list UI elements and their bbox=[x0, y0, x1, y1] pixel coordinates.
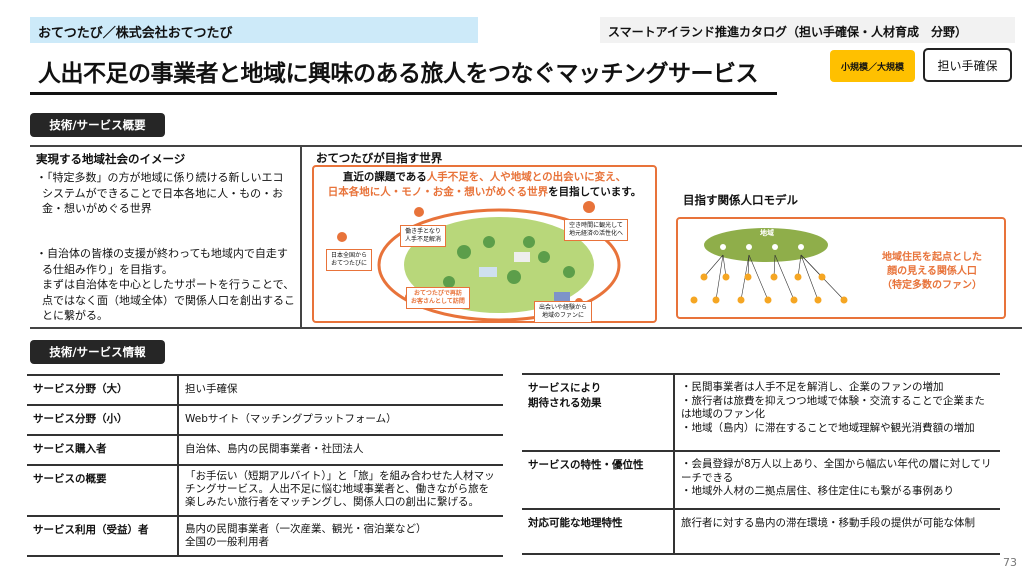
info-section-label: 技術/サービス情報 bbox=[30, 340, 165, 364]
model-caption: 地域住民を起点とした 顔の見える関係人口 （特定多数のファン） bbox=[858, 251, 1006, 293]
world-title: おてつたびが目指す世界 bbox=[316, 151, 443, 165]
model-diagram: 地域 地域住民を起点とした 顔の見える関係人口 （特定多数のファン） bbox=[676, 217, 1006, 319]
row-key: サービス分野（小） bbox=[27, 404, 179, 436]
row-value: 旅行者に対する島内の滞在環境・移動手段の提供が可能な体制 bbox=[674, 508, 1000, 555]
trees bbox=[443, 236, 575, 288]
catalog-label: スマートアイランド推進カタログ（担い手確保・人材育成 分野） bbox=[600, 17, 1015, 43]
house bbox=[514, 252, 530, 262]
row-value: Webサイト（マッチングプラットフォーム） bbox=[178, 404, 503, 436]
cycle-label: 出会いや経験から 地域のファンに bbox=[534, 301, 593, 323]
house bbox=[479, 267, 497, 277]
bullet: ・自治体の皆様の支援が終わっても地域内で自走する仕組み作り」を目指す。 bbox=[36, 247, 288, 276]
house bbox=[554, 292, 570, 302]
model-title: 目指す関係人口モデル bbox=[683, 193, 798, 207]
world-caption-highlight: 人手不足を、人や地域との出会いに変え、 bbox=[426, 171, 627, 183]
info-table-right: サービスにより 期待される効果・民間事業者は人手不足を解消し、企業のファンの増加… bbox=[522, 373, 1000, 555]
divider bbox=[300, 146, 302, 328]
divider bbox=[30, 327, 1022, 329]
row-value: 自治体、島内の民間事業者・社団法人 bbox=[178, 434, 503, 466]
region-ellipse bbox=[704, 228, 828, 262]
row-key: サービスの概要 bbox=[27, 464, 179, 517]
row-key: サービス購入者 bbox=[27, 434, 179, 466]
bullet-continued: まずは自治体を中心としたサポートを行うことで、点ではなく面（地域全体）で関係人口… bbox=[42, 278, 295, 322]
table-row: サービスの特性・優位性・会員登録が8万人以上あり、全国から幅広い年代の層に対して… bbox=[522, 450, 1000, 510]
fan-icons bbox=[690, 273, 848, 304]
category-badge: 担い手確保 bbox=[923, 48, 1012, 82]
world-illustration: 直近の課題である人手不足を、人や地域との出会いに変え、 日本各地に人・モノ・お金… bbox=[312, 165, 657, 323]
overview-section-label: 技術/サービス概要 bbox=[30, 113, 165, 137]
world-caption: を目指しています。 bbox=[548, 186, 642, 198]
cycle-arrow bbox=[377, 208, 621, 321]
cycle-label: 働き手となり 人手不足解消 bbox=[400, 225, 447, 247]
page-title: 人出不足の事業者と地域に興味のある旅人をつなぐマッチングサービス bbox=[38, 61, 759, 87]
model-caption-line: 顔の見える関係人口 bbox=[887, 266, 977, 277]
table-row: サービス分野（大）担い手確保 bbox=[27, 374, 503, 406]
model-caption-line: 地域住民を起点とした bbox=[882, 252, 982, 263]
title-underline bbox=[30, 92, 777, 95]
table-row: サービス利用（受益）者島内の民間事業者（一次産業、観光・宿泊業など） 全国の一般… bbox=[27, 515, 503, 557]
region-label: 地域 bbox=[760, 229, 774, 237]
company-label: おてつたび／株式会社おてつたび bbox=[30, 17, 478, 43]
row-value: ・民間事業者は人手不足を解消し、企業のファンの増加 ・旅行者は旅費を抑えつつ地域… bbox=[674, 373, 1000, 452]
world-caption-highlight: 日本各地に人・モノ・お金・想いがめぐる世界 bbox=[327, 186, 549, 198]
row-value: 「お手伝い（短期アルバイト）」と「旅」を組み合わせた人材マッチングサービス。人出… bbox=[178, 464, 503, 517]
table-row: サービスにより 期待される効果・民間事業者は人手不足を解消し、企業のファンの増加… bbox=[522, 373, 1000, 452]
image-title: 実現する地域社会のイメージ bbox=[36, 152, 186, 166]
info-table-left: サービス分野（大）担い手確保 サービス分野（小）Webサイト（マッチングプラット… bbox=[27, 374, 503, 557]
bullet: ・「特定多数」の方が地域に係り続ける新しいエコシステムができることで日本各地に人… bbox=[36, 171, 284, 215]
table-row: サービス分野（小）Webサイト（マッチングプラットフォーム） bbox=[27, 404, 503, 436]
row-key: サービスの特性・優位性 bbox=[522, 450, 675, 510]
relation-population-diagram bbox=[690, 228, 848, 304]
resident-icons bbox=[720, 244, 804, 250]
cycle-label: 日本全国から おてつたびに bbox=[326, 249, 373, 271]
cycle-label: おてつたびで再訪 お客さんとして訪問 bbox=[406, 287, 470, 309]
world-caption: 直近の課題である bbox=[342, 171, 427, 183]
table-row: サービスの概要「お手伝い（短期アルバイト）」と「旅」を組み合わせた人材マッチング… bbox=[27, 464, 503, 517]
row-key: サービス利用（受益）者 bbox=[27, 515, 179, 557]
table-row: サービス購入者自治体、島内の民間事業者・社団法人 bbox=[27, 434, 503, 466]
divider bbox=[30, 145, 1022, 147]
row-value: 担い手確保 bbox=[178, 374, 503, 406]
cycle-label: 空き時間に観光して 地元経済の活性化へ bbox=[564, 219, 629, 241]
page-number: 73 bbox=[1003, 556, 1017, 569]
model-caption-line: （特定多数のファン） bbox=[882, 280, 982, 291]
row-value: 島内の民間事業者（一次産業、観光・宿泊業など） 全国の一般利用者 bbox=[178, 515, 503, 557]
row-key: 対応可能な地理特性 bbox=[522, 508, 675, 555]
row-key: サービスにより 期待される効果 bbox=[522, 373, 675, 452]
scale-badge: 小規模／大規模 bbox=[830, 50, 915, 82]
row-value: ・会員登録が8万人以上あり、全国から幅広い年代の層に対してリーチできる ・地域外… bbox=[674, 450, 1000, 510]
row-key: サービス分野（大） bbox=[27, 374, 179, 406]
table-row: 対応可能な地理特性旅行者に対する島内の滞在環境・移動手段の提供が可能な体制 bbox=[522, 508, 1000, 555]
